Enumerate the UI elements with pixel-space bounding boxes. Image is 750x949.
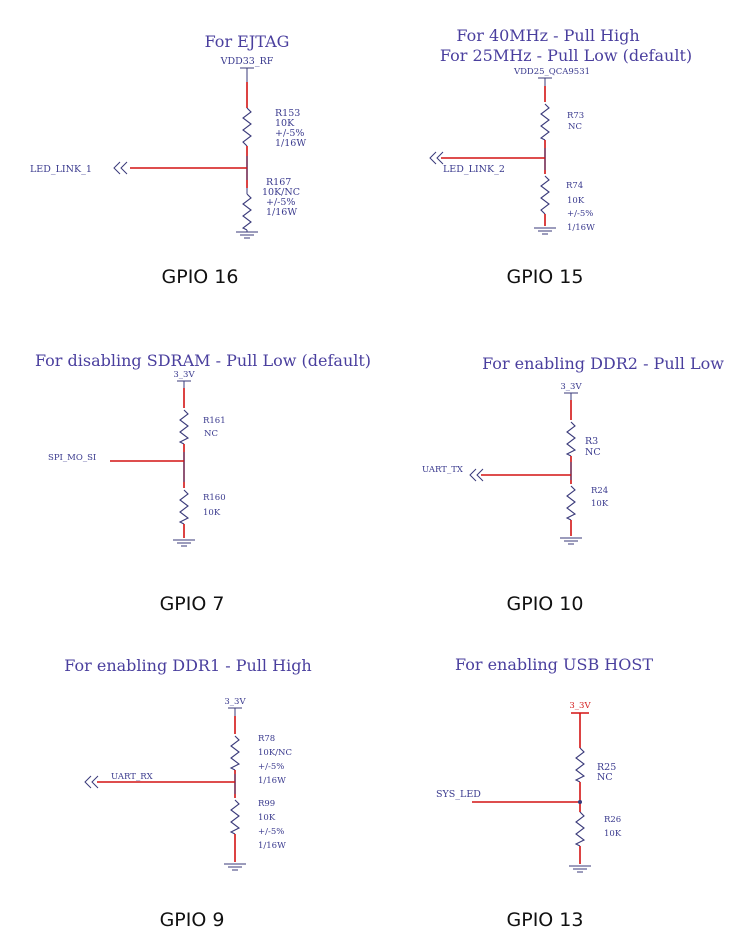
gpio16-header: For EJTAG: [205, 32, 290, 51]
gpio7-upper-resistor: [178, 409, 190, 445]
gpio16-upper-val-1: +/-5%: [275, 128, 304, 139]
gpio7-supply-label: 3_3V: [173, 370, 195, 380]
gpio16-lower-val-0: 10K/NC: [262, 187, 300, 198]
gpio10-caption: GPIO 10: [507, 593, 584, 615]
circuit-gpio16: For EJTAG VDD33_RF R153 10K +/-5% 1/16W …: [30, 32, 306, 288]
gpio9-upper-val-0: 10K/NC: [258, 748, 292, 758]
gpio10-lower-resistor: [565, 485, 577, 521]
gpio7-net-label: SPI_MO_SI: [48, 453, 96, 463]
gpio16-net-label: LED_LINK_1: [30, 164, 92, 175]
gpio10-header: For enabling DDR2 - Pull Low: [482, 354, 724, 373]
gpio9-caption: GPIO 9: [160, 909, 225, 931]
gpio16-lower-val-2: 1/16W: [266, 207, 297, 218]
gpio16-upper-val-0: 10K: [275, 118, 295, 129]
gpio16-upper-ref: R153: [275, 108, 300, 119]
circuit-gpio7: For disabling SDRAM - Pull Low (default)…: [35, 351, 371, 615]
gpio9-lower-val-0: 10K: [258, 813, 276, 823]
gpio16-ground-icon: [236, 231, 258, 239]
gpio9-lower-ref: R99: [258, 799, 275, 809]
gpio13-upper-ref: R25: [597, 762, 616, 773]
gpio13-net-label: SYS_LED: [436, 789, 481, 800]
gpio10-supply-label: 3_3V: [560, 382, 582, 392]
gpio15-lower-val-2: 1/16W: [567, 223, 595, 233]
gpio15-port-arrow-icon: [429, 151, 437, 165]
gpio10-lower-ref: R24: [591, 486, 608, 496]
gpio10-ground-icon: [560, 537, 582, 545]
gpio13-ground-icon: [569, 865, 591, 873]
gpio9-lower-val-1: +/-5%: [258, 827, 284, 837]
gpio7-ground-icon: [173, 539, 195, 547]
gpio9-upper-ref: R78: [258, 734, 275, 744]
gpio13-lower-val-0: 10K: [604, 829, 622, 839]
gpio10-lower-val-0: 10K: [591, 499, 609, 509]
gpio9-ground-icon: [224, 863, 246, 871]
gpio15-lower-ref: R74: [566, 181, 583, 191]
gpio15-lower-val-0: 10K: [567, 196, 585, 206]
gpio13-header: For enabling USB HOST: [455, 655, 653, 674]
gpio10-port-arrow-icon: [469, 468, 477, 482]
gpio9-supply-label: 3_3V: [224, 697, 246, 707]
circuit-gpio13: For enabling USB HOST 3_3V SYS_LED R25 N…: [436, 655, 653, 931]
gpio16-lower-val-1: +/-5%: [266, 197, 295, 208]
circuit-gpio15: For 40MHz - Pull High For 25MHz - Pull L…: [429, 26, 692, 288]
gpio9-upper-val-1: +/-5%: [258, 762, 284, 772]
gpio13-junction-dot: [578, 800, 582, 804]
gpio10-net-label: UART_TX: [422, 465, 464, 475]
gpio9-header: For enabling DDR1 - Pull High: [64, 656, 311, 675]
gpio16-lower-ref: R167: [266, 177, 291, 188]
gpio9-net-label: UART_RX: [111, 772, 154, 782]
gpio7-lower-ref: R160: [203, 493, 226, 503]
gpio16-supply-label: VDD33_RF: [220, 56, 274, 67]
gpio15-caption: GPIO 15: [507, 266, 584, 288]
gpio15-lower-resistor: [540, 175, 550, 215]
gpio15-header-line-2: For 25MHz - Pull Low (default): [440, 46, 692, 65]
gpio7-header: For disabling SDRAM - Pull Low (default): [35, 351, 371, 370]
gpio13-supply-label: 3_3V: [569, 701, 591, 711]
gpio15-upper-resistor: [539, 103, 550, 141]
gpio16-lower-resistor: [241, 193, 252, 231]
gpio15-ground-icon: [534, 227, 556, 235]
gpio16-port-arrow-icon: [113, 161, 121, 175]
gpio16-caption: GPIO 16: [162, 266, 239, 288]
gpio15-header-line-1: For 40MHz - Pull High: [456, 26, 639, 45]
gpio7-caption: GPIO 7: [160, 593, 225, 615]
gpio13-lower-resistor: [574, 811, 586, 847]
gpio13-upper-resistor: [574, 747, 586, 783]
gpio7-lower-resistor: [178, 489, 190, 525]
gpio9-upper-resistor: [229, 735, 241, 771]
gpio9-lower-val-2: 1/16W: [258, 841, 286, 851]
gpio13-lower-ref: R26: [604, 815, 621, 825]
gpio7-upper-val-0: NC: [204, 429, 218, 439]
gpio7-upper-ref: R161: [203, 416, 226, 426]
gpio9-port-arrow-icon: [84, 775, 92, 789]
gpio9-lower-resistor: [229, 799, 241, 835]
circuit-gpio10: For enabling DDR2 - Pull Low 3_3V UART_T…: [422, 354, 724, 615]
gpio15-upper-ref: R73: [567, 111, 584, 121]
gpio10-upper-resistor: [565, 421, 577, 457]
gpio16-upper-val-2: 1/16W: [275, 138, 306, 149]
gpio15-supply-label: VDD25_QCA9531: [513, 67, 590, 77]
circuit-gpio9: For enabling DDR1 - Pull High 3_3V UART_…: [64, 656, 311, 931]
gpio13-caption: GPIO 13: [507, 909, 584, 931]
gpio7-lower-val-0: 10K: [203, 508, 221, 518]
gpio10-upper-val-0: NC: [585, 447, 601, 458]
gpio13-upper-val-0: NC: [597, 772, 613, 783]
gpio10-upper-ref: R3: [585, 436, 598, 447]
gpio15-lower-val-1: +/-5%: [567, 209, 593, 219]
gpio16-upper-resistor: [242, 107, 252, 147]
gpio9-upper-val-2: 1/16W: [258, 776, 286, 786]
gpio15-net-label: LED_LINK_2: [443, 164, 505, 175]
gpio15-upper-val-0: NC: [568, 122, 582, 132]
